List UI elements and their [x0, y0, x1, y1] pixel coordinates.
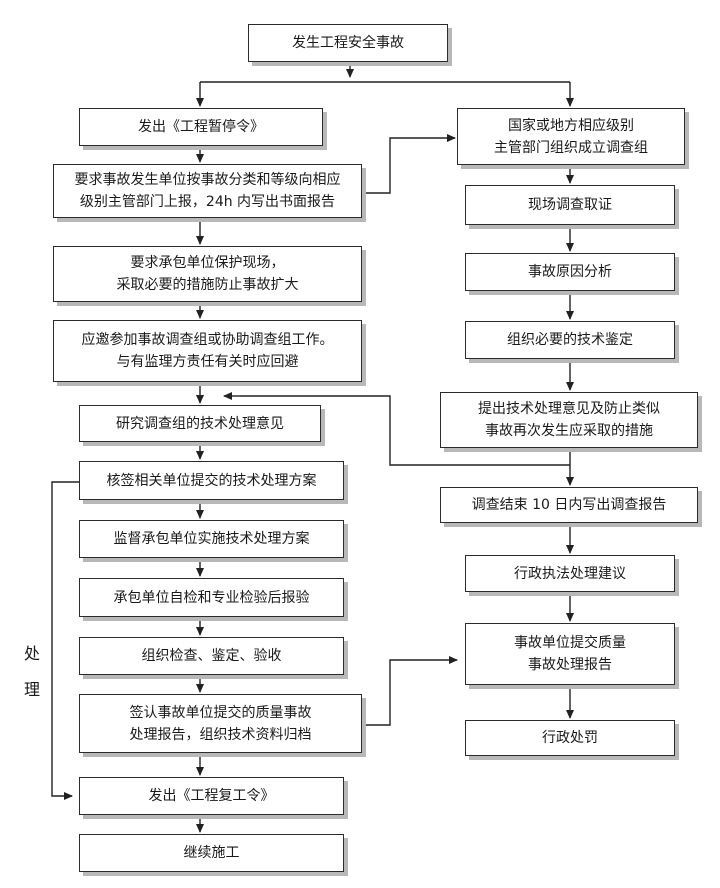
join-investigation-line-1: 应邀参加事故调查组或协助调查组工作。: [81, 332, 334, 348]
quality-report-line-1: 事故单位提交质量: [514, 635, 626, 651]
form-team-line-2: 主管部门组织成立调查组: [494, 139, 648, 156]
side-label-char-1: 处: [24, 644, 41, 663]
form-team-line-1: 国家或地方相应级别: [508, 117, 634, 134]
supervise-label: 监督承包单位实施技术处理方案: [113, 531, 310, 547]
quality-report-node: 事故单位提交质量 事故处理报告: [465, 623, 675, 685]
appraisal-node: 组织必要的技术鉴定: [465, 321, 675, 359]
report-10d-node: 调查结束 10 日内写出调查报告: [440, 487, 698, 523]
protect-site-node: 要求承包单位保护现场， 采取必要的措施防止事故扩大: [53, 246, 362, 302]
inspect-label: 组织检查、鉴定、验收: [141, 648, 282, 664]
supervise-node: 监督承包单位实施技术处理方案: [79, 520, 344, 558]
resume-order-node: 发出《工程复工令》: [79, 777, 344, 815]
resume-order-label: 发出《工程复工令》: [148, 788, 275, 804]
study-opinion-node: 研究调查组的技术处理意见: [79, 405, 321, 442]
evidence-label: 现场调查取证: [528, 197, 612, 213]
appraisal-label: 组织必要的技术鉴定: [507, 332, 633, 348]
join-investigation-line-2: 与有监理方责任有关时应回避: [116, 354, 299, 370]
sign-plan-node: 核签相关单位提交的技术处理方案: [79, 461, 344, 500]
sign-report-line-2: 处理报告，组织技术资料归档: [129, 726, 312, 743]
sign-report-node: 签认事故单位提交的质量事故 处理报告，组织技术资料归档: [79, 694, 362, 753]
admin-advice-node: 行政执法处理建议: [465, 555, 675, 592]
cause-label: 事故原因分析: [528, 264, 612, 280]
penalty-node: 行政处罚: [465, 720, 675, 756]
penalty-label: 行政处罚: [542, 730, 598, 746]
quality-report-line-2: 事故处理报告: [528, 657, 612, 673]
start-node: 发生工程安全事故: [248, 24, 448, 62]
inspect-node: 组织检查、鉴定、验收: [79, 637, 344, 675]
sign-plan-label: 核签相关单位提交的技术处理方案: [106, 472, 317, 489]
sign-report-line-1: 签认事故单位提交的质量事故: [129, 704, 312, 721]
side-label-char-2: 理: [24, 680, 41, 699]
report-10d-label: 调查结束 10 日内写出调查报告: [471, 497, 667, 513]
report-line-2: 级别主管部门上报，24h 内写出书面报告: [79, 194, 336, 210]
self-check-label: 承包单位自检和专业检验后报验: [113, 589, 310, 606]
continue-label: 继续施工: [183, 845, 240, 861]
suspend-order-label: 发出《工程暂停令》: [138, 119, 264, 135]
measures-line-2: 事故再次发生应采取的措施: [485, 423, 653, 439]
continue-node: 继续施工: [79, 834, 344, 872]
form-team-node: 国家或地方相应级别 主管部门组织成立调查组: [457, 108, 685, 165]
join-investigation-node: 应邀参加事故调查组或协助调查组工作。 与有监理方责任有关时应回避: [53, 320, 362, 382]
protect-site-line-1: 要求承包单位保护现场，: [130, 255, 285, 271]
protect-site-line-2: 采取必要的措施防止事故扩大: [116, 277, 299, 293]
measures-line-1: 提出技术处理意见及防止类似: [478, 401, 660, 417]
admin-advice-label: 行政执法处理建议: [514, 565, 626, 582]
report-node: 要求事故发生单位按事故分类和等级向相应 级别主管部门上报，24h 内写出书面报告: [53, 164, 362, 218]
measures-node: 提出技术处理意见及防止类似 事故再次发生应采取的措施: [440, 392, 698, 448]
suspend-order-node: 发出《工程暂停令》: [79, 108, 323, 146]
study-opinion-label: 研究调查组的技术处理意见: [116, 415, 284, 432]
self-check-node: 承包单位自检和专业检验后报验: [79, 578, 344, 617]
report-line-1: 要求事故发生单位按事故分类和等级向相应: [74, 172, 341, 188]
cause-node: 事故原因分析: [465, 253, 675, 291]
start-label: 发生工程安全事故: [292, 35, 404, 51]
evidence-node: 现场调查取证: [465, 185, 675, 225]
